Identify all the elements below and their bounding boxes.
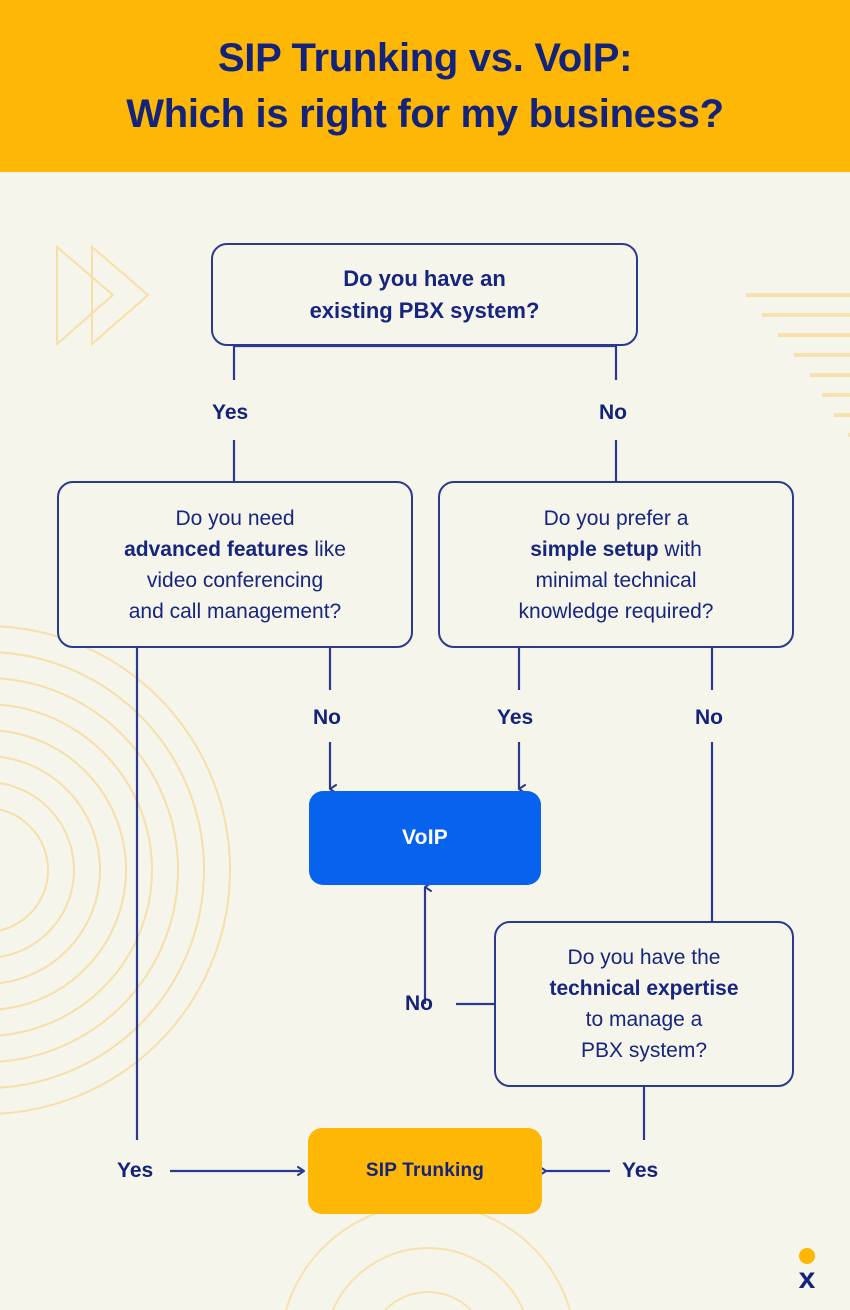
- edge-label-q1-no: No: [599, 401, 627, 424]
- logo-x-icon: x: [798, 1262, 816, 1295]
- q4-line-4: PBX system?: [580, 1039, 708, 1062]
- q3-line-3: minimal technical: [535, 568, 697, 592]
- decision-box-advanced-features-text: Do you need advanced features like video…: [112, 503, 358, 627]
- decision-box-technical-expertise[interactable]: Do you have the technical expertise to m…: [494, 921, 794, 1087]
- edge-label-q3-no: No: [695, 706, 723, 729]
- q4-line-3: to manage a: [585, 1008, 703, 1031]
- decision-box-technical-expertise-text: Do you have the technical expertise to m…: [537, 942, 750, 1066]
- result-box-sip-trunking-label: SIP Trunking: [365, 1160, 485, 1181]
- q2-line-1: Do you need: [175, 506, 295, 530]
- edge-label-q4-no: No: [405, 992, 433, 1015]
- q3-line-2-post: with: [658, 537, 702, 561]
- edge-label-q1-yes: Yes: [212, 401, 249, 424]
- header-banner: SIP Trunking vs. VoIP: Which is right fo…: [0, 0, 850, 172]
- decision-box-simple-setup-text: Do you prefer a simple setup with minima…: [507, 503, 726, 627]
- q2-line-4: and call management?: [128, 599, 342, 623]
- q2-line-3: video conferencing: [146, 568, 324, 592]
- edge-label-q2-yes: Yes: [117, 1159, 154, 1182]
- result-box-sip-trunking[interactable]: SIP Trunking: [308, 1128, 542, 1214]
- q4-line-2-bold: technical expertise: [549, 977, 739, 1000]
- q3-line-1: Do you prefer a: [543, 506, 689, 530]
- q1-line-1: Do you have an: [343, 265, 506, 291]
- decision-box-existing-pbx-text: Do you have an existing PBX system?: [298, 263, 552, 327]
- q3-line-4: knowledge required?: [518, 599, 714, 623]
- edge-label-q3-yes: Yes: [497, 706, 534, 729]
- decision-box-simple-setup[interactable]: Do you prefer a simple setup with minima…: [438, 481, 794, 648]
- page-title-line-2: Which is right for my business?: [126, 92, 724, 136]
- logo-dot-icon: [799, 1248, 815, 1264]
- q4-line-1: Do you have the: [567, 946, 721, 969]
- edge-label-q4-yes: Yes: [622, 1159, 659, 1182]
- result-box-voip-label: VoIP: [402, 826, 448, 849]
- q3-line-2-bold: simple setup: [530, 537, 659, 561]
- decision-box-advanced-features[interactable]: Do you need advanced features like video…: [57, 481, 413, 648]
- q2-line-2-bold: advanced features: [124, 537, 309, 561]
- brand-logo: x: [790, 1248, 824, 1294]
- q2-line-2-post: like: [308, 537, 346, 561]
- edge-label-q2-no: No: [313, 706, 341, 729]
- result-box-voip[interactable]: VoIP: [309, 791, 541, 885]
- decision-box-existing-pbx[interactable]: Do you have an existing PBX system?: [211, 243, 638, 346]
- q1-line-2: existing PBX system?: [309, 297, 540, 323]
- page-title-line-1: SIP Trunking vs. VoIP:: [217, 36, 633, 80]
